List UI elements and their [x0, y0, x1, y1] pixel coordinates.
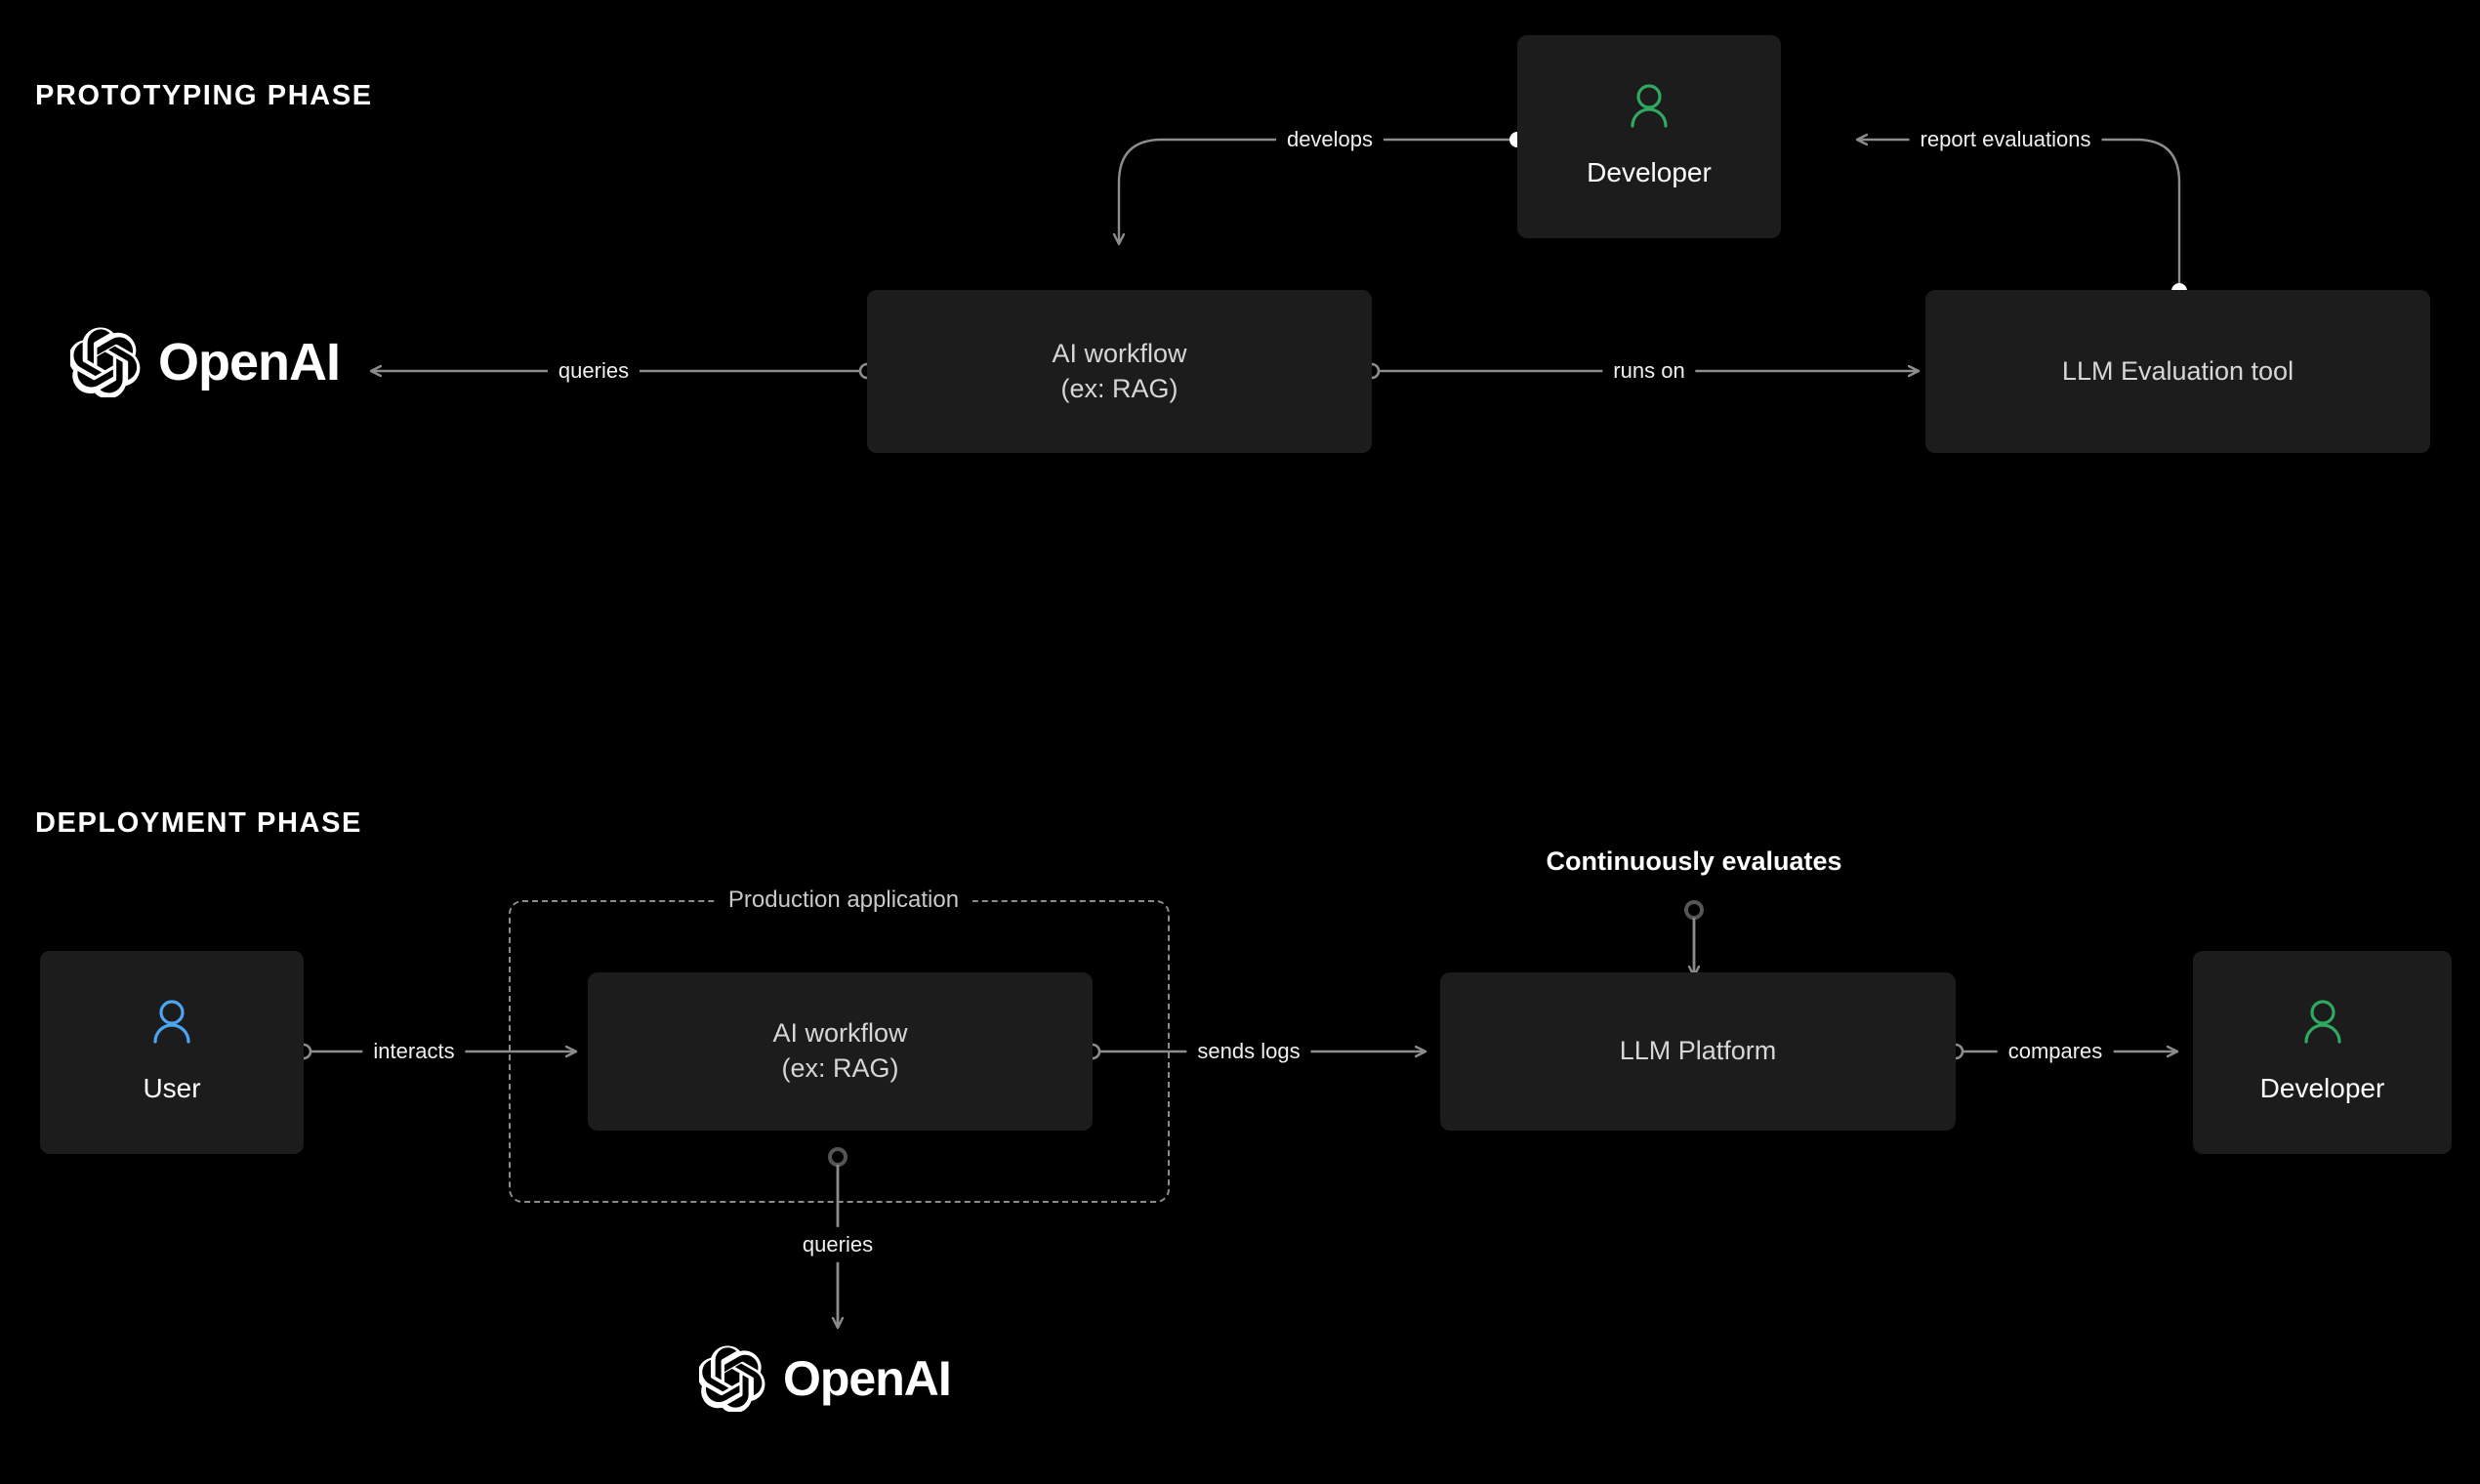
phase-title-prototyping: PROTOTYPING PHASE — [35, 80, 373, 111]
edge-label-continuously-evaluates: Continuously evaluates — [1546, 845, 1842, 876]
user-label: User — [143, 1072, 201, 1103]
node-developer-prototyping[interactable]: Developer — [1517, 35, 1781, 238]
edge-label-report-evaluations: report evaluations — [1909, 121, 2102, 158]
openai-logo-prototyping: OpenAI — [70, 327, 341, 397]
ai-workflow-line2: (ex: RAG) — [1060, 373, 1178, 403]
developer-label: Developer — [2259, 1072, 2385, 1103]
ai-workflow-line2: (ex: RAG) — [781, 1053, 899, 1083]
openai-wordmark: OpenAI — [158, 333, 341, 392]
person-icon — [2303, 999, 2341, 1044]
openai-mark-icon — [70, 327, 141, 397]
edge-continuously-evaluates — [1684, 900, 1704, 976]
node-llm-platform[interactable]: LLM Platform — [1440, 972, 1956, 1131]
openai-mark-icon — [699, 1345, 765, 1412]
openai-logo-deployment: OpenAI — [699, 1345, 952, 1412]
node-user[interactable]: User — [40, 951, 304, 1154]
openai-wordmark: OpenAI — [783, 1351, 952, 1406]
node-llm-evaluation-tool[interactable]: LLM Evaluation tool — [1925, 290, 2430, 453]
person-icon — [153, 999, 190, 1044]
edge-report-evaluations — [1857, 140, 2187, 299]
llm-evaluation-tool-label: LLM Evaluation tool — [2061, 355, 2294, 386]
edge-label-runs-on: runs on — [1602, 352, 1696, 390]
node-ai-workflow-deployment[interactable]: AI workflow (ex: RAG) — [588, 972, 1093, 1131]
person-icon — [1631, 83, 1668, 128]
phase-title-deployment: DEPLOYMENT PHASE — [35, 807, 362, 839]
edge-label-queries-proto: queries — [547, 352, 641, 390]
edge-label-compares: compares — [1997, 1033, 2114, 1070]
edge-label-develops: develops — [1275, 121, 1385, 158]
edge-label-queries-deploy: queries — [791, 1226, 885, 1263]
node-developer-deployment[interactable]: Developer — [2193, 951, 2452, 1154]
developer-label: Developer — [1587, 156, 1712, 187]
node-ai-workflow-prototyping[interactable]: AI workflow (ex: RAG) — [867, 290, 1372, 453]
edge-label-interacts: interacts — [362, 1033, 466, 1070]
ai-workflow-line1: AI workflow — [772, 1018, 908, 1049]
llm-platform-label: LLM Platform — [1619, 1036, 1777, 1066]
edge-label-sends-logs: sends logs — [1186, 1033, 1311, 1070]
ai-workflow-line1: AI workflow — [1052, 338, 1187, 368]
group-title-production-application: Production application — [714, 886, 973, 914]
